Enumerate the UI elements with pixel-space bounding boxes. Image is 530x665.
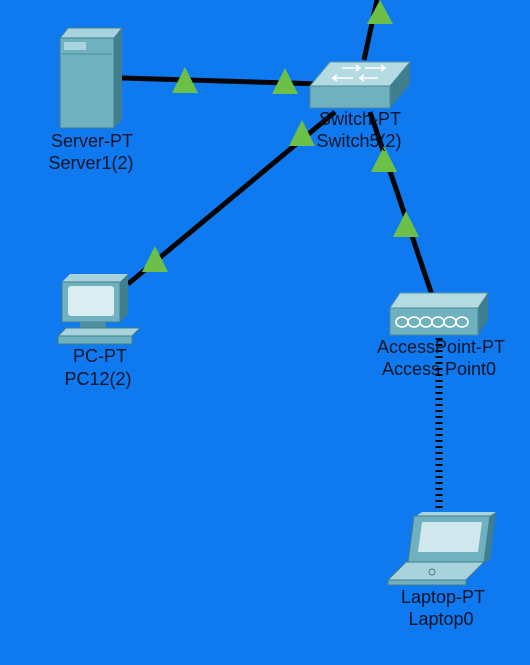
link-switch-ap[interactable] [367, 111, 435, 296]
server-icon [58, 27, 124, 129]
link-up-indicator [367, 0, 393, 24]
link-up-indicator [142, 246, 168, 272]
switch-device[interactable] [308, 61, 412, 109]
link-indicators [142, 0, 419, 272]
pc-icon [56, 274, 142, 345]
switch-icon [308, 61, 412, 109]
link-up-indicator [289, 120, 315, 146]
pc-name-label: PC12(2) [64, 369, 132, 389]
link-up-indicator [371, 146, 397, 172]
ap-type-label: AccessPoint-PT [376, 337, 506, 357]
link-switch-top[interactable] [361, 0, 380, 61]
ap-name-label: Access Point0 [381, 359, 497, 379]
switch-type-label: Switch-PT [318, 109, 402, 129]
server-type-label: Server-PT [50, 131, 134, 151]
access-point-icon [389, 292, 489, 336]
laptop-type-label: Laptop-PT [400, 587, 486, 607]
link-up-indicator [272, 68, 298, 94]
laptop-icon [386, 512, 496, 586]
laptop-device[interactable] [386, 512, 496, 586]
access-point-device[interactable] [389, 292, 489, 336]
laptop-name-label: Laptop0 [408, 609, 474, 629]
pc-device[interactable] [56, 274, 142, 345]
pc-type-label: PC-PT [73, 346, 127, 366]
link-up-indicator [393, 211, 419, 237]
switch-name-label: Switch5(2) [316, 131, 402, 151]
link-up-indicator [172, 67, 198, 93]
server-name-label: Server1(2) [48, 153, 134, 173]
server-device[interactable] [58, 27, 124, 129]
